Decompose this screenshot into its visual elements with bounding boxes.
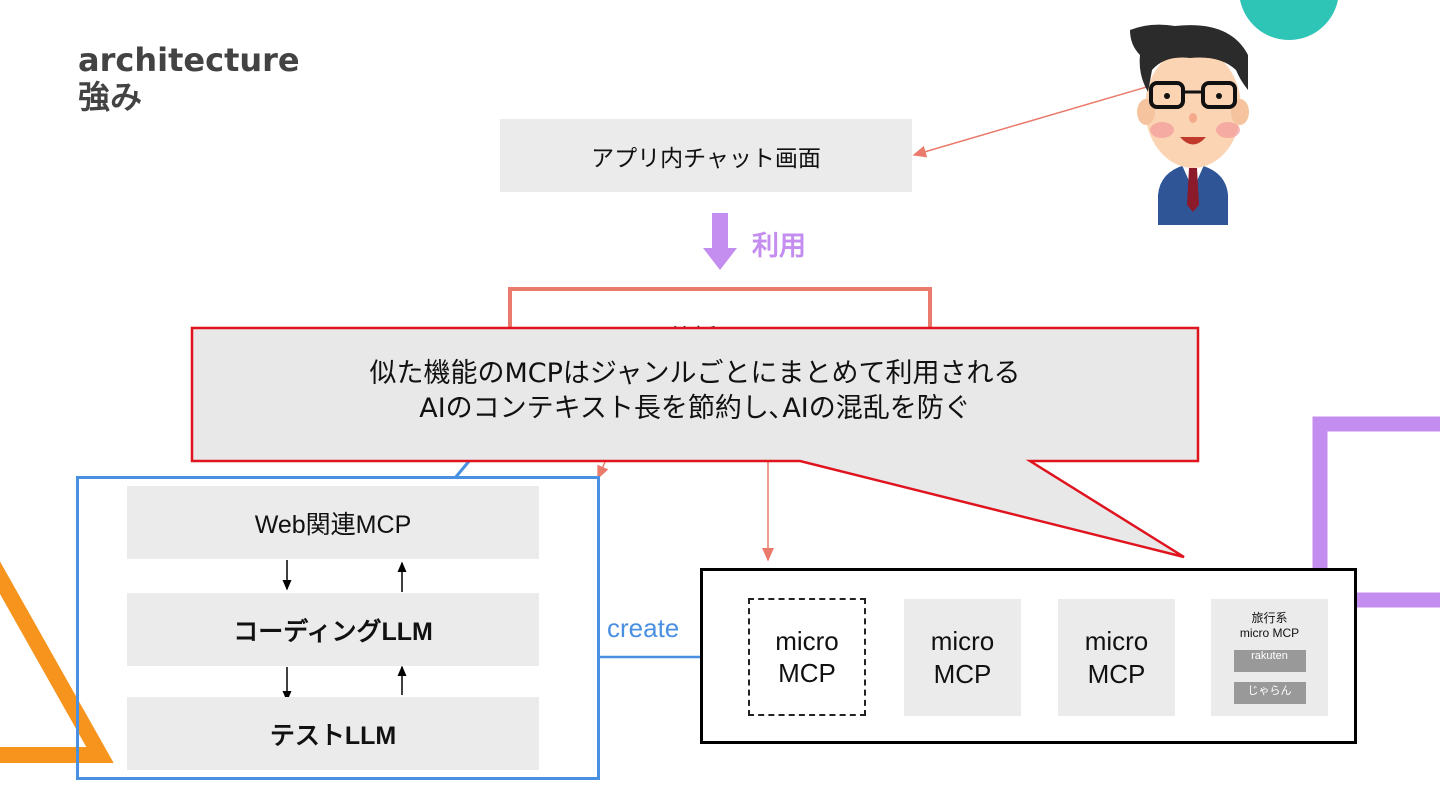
micro-mcp-box: micro MCP xyxy=(904,599,1021,716)
chat-screen-box: アプリ内チャット画面 xyxy=(500,119,912,192)
callout-line-1: 似た機能のMCPはジャンルごとにまとめて利用される xyxy=(369,358,1021,389)
orange-triangle-decoration xyxy=(0,561,114,763)
web-mcp-label: Web関連MCP xyxy=(254,510,412,539)
use-label: 利用 xyxy=(752,231,806,261)
slide-title: architecture 強み xyxy=(78,42,300,116)
travel-line1: 旅行系 xyxy=(1251,611,1288,625)
use-down-arrow xyxy=(703,213,737,270)
travel-line2: micro MCP xyxy=(1239,626,1300,640)
aggregate-to-web-arrow xyxy=(597,461,609,480)
person-to-chat-arrow xyxy=(912,85,1151,158)
purple-bracket-decoration xyxy=(1312,416,1440,608)
hair-shape xyxy=(1130,24,1248,93)
micro-mcp-line2: MCP xyxy=(1087,658,1146,689)
callout-text: 似た機能のMCPはジャンルごとにまとめて利用される AIのコンテキスト長を節約し… xyxy=(192,356,1198,426)
micro-mcp-line1: micro xyxy=(930,626,995,656)
test-llm-box: テストLLM xyxy=(127,697,539,770)
micro-mcp-box: micro MCP xyxy=(1058,599,1175,716)
micro-mcp-new-box: micro MCP xyxy=(748,598,866,716)
face-shape xyxy=(1145,48,1241,168)
micro-mcp-line1: micro xyxy=(1084,626,1149,656)
test-llm-label: テストLLM xyxy=(269,721,397,750)
title-line-2: 強み xyxy=(78,77,143,116)
llm-group-box xyxy=(76,476,600,780)
travel-mcp-title: 旅行系 micro MCP xyxy=(1240,611,1299,641)
travel-micro-mcp-box: 旅行系 micro MCP rakuten じゃらん xyxy=(1211,599,1328,716)
aggregate-to-llm-line xyxy=(453,459,472,479)
callout-shape xyxy=(190,326,1200,559)
callout-line-2: AIのコンテキスト長を節約し､AIの混乱を防ぐ xyxy=(419,393,971,425)
micro-mcp-line1: micro xyxy=(775,625,839,656)
tie-shape xyxy=(1187,168,1199,212)
jalan-chip: じゃらん xyxy=(1233,682,1306,704)
micro-mcp-line2: MCP xyxy=(933,658,992,689)
title-line-1: architecture xyxy=(78,41,300,79)
rakuten-chip: rakuten xyxy=(1233,650,1306,672)
coding-llm-label: コーディングLLM xyxy=(233,617,433,646)
micro-mcp-line2: MCP xyxy=(778,658,836,688)
create-label: create xyxy=(607,613,680,643)
chat-screen-label: アプリ内チャット画面 xyxy=(591,144,821,171)
coding-llm-box: コーディングLLM xyxy=(127,593,539,666)
web-mcp-box: Web関連MCP xyxy=(127,486,539,559)
